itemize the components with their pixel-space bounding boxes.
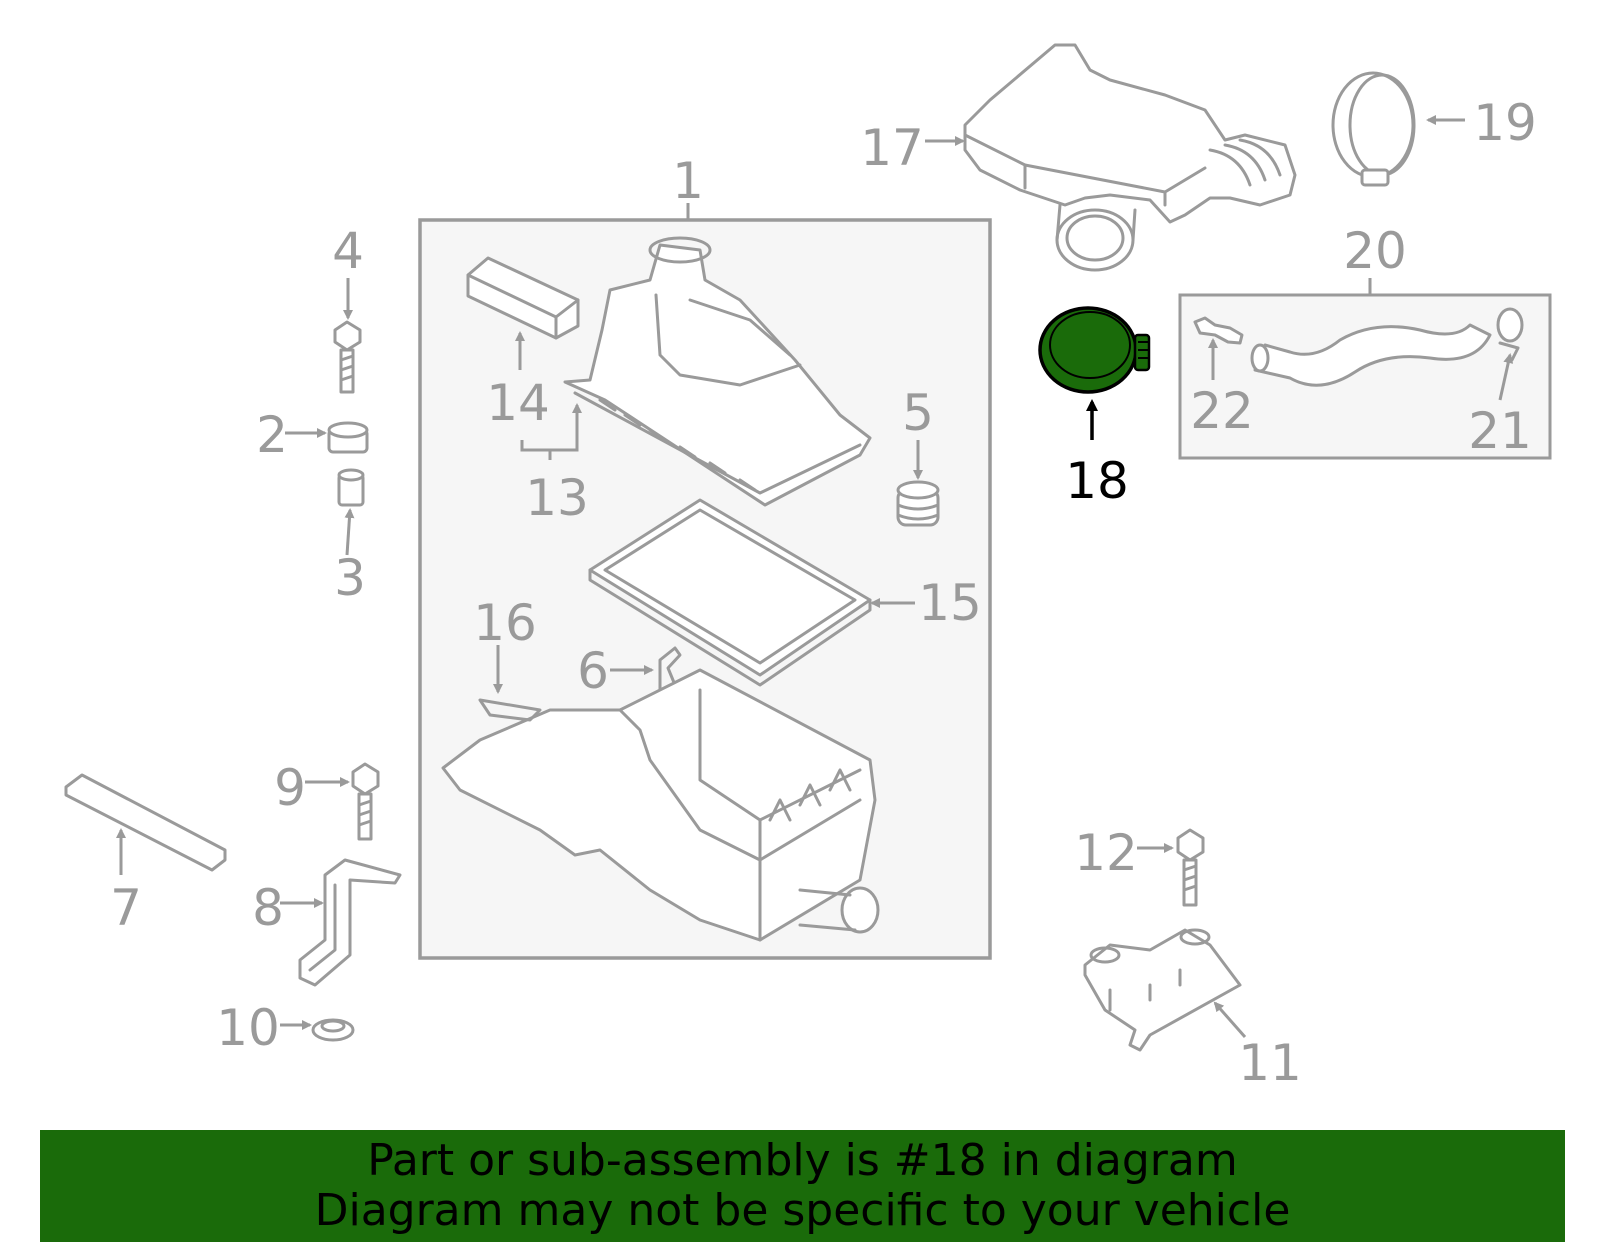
callout-15[interactable]: 15: [918, 574, 982, 632]
callout-19[interactable]: 19: [1473, 94, 1537, 152]
banner-line-1: Part or sub-assembly is #18 in diagram: [367, 1135, 1238, 1186]
callout-3[interactable]: 3: [334, 549, 366, 607]
callout-13[interactable]: 13: [525, 469, 589, 527]
callout-6[interactable]: 6: [577, 642, 609, 700]
callout-14[interactable]: 14: [486, 374, 550, 432]
callout-7[interactable]: 7: [110, 879, 142, 937]
part-18-screw: [1133, 333, 1151, 372]
lower-housing: [441, 668, 880, 942]
part-7-seal[interactable]: [64, 773, 227, 872]
part-14-sensor[interactable]: [466, 256, 580, 340]
callout-16[interactable]: 16: [473, 594, 537, 652]
part-3-collar[interactable]: [337, 468, 365, 507]
part-17-duct[interactable]: [963, 43, 1297, 272]
callout-20[interactable]: 20: [1343, 222, 1407, 280]
banner-line-2: Diagram may not be specific to your vehi…: [314, 1185, 1291, 1236]
assembly-box-20: [1178, 293, 1552, 460]
part-10-grommet[interactable]: [311, 1018, 355, 1042]
part-11-bracket[interactable]: [1083, 928, 1242, 1052]
part-9-bolt[interactable]: [351, 762, 380, 841]
callout-18[interactable]: 18: [1065, 452, 1129, 510]
callout-8[interactable]: 8: [252, 879, 284, 937]
callout-17[interactable]: 17: [860, 119, 924, 177]
part-4-bolt[interactable]: [333, 320, 362, 394]
part-12-bolt[interactable]: [1176, 828, 1205, 907]
callout-5[interactable]: 5: [902, 384, 934, 442]
callout-11[interactable]: 11: [1238, 1034, 1302, 1092]
part-13-cover[interactable]: [563, 236, 872, 507]
part-15-filter[interactable]: [588, 498, 872, 687]
callout-2[interactable]: 2: [256, 406, 288, 464]
callout-21[interactable]: 21: [1468, 402, 1532, 460]
callout-12[interactable]: 12: [1074, 824, 1138, 882]
callout-10[interactable]: 10: [216, 999, 280, 1057]
part-5-grommet[interactable]: [896, 480, 940, 527]
part-21-hose[interactable]: [1250, 307, 1524, 387]
callout-1[interactable]: 1: [672, 152, 704, 210]
part-19-clamp[interactable]: [1331, 71, 1416, 187]
part-22-clip[interactable]: [1193, 316, 1244, 345]
part-2-bushing[interactable]: [327, 421, 369, 454]
part-18-clamp-highlighted[interactable]: [1038, 306, 1151, 394]
callout-9[interactable]: 9: [274, 759, 306, 817]
callout-22[interactable]: 22: [1190, 382, 1254, 440]
callout-4[interactable]: 4: [332, 222, 364, 280]
part-8-bracket[interactable]: [298, 858, 402, 987]
part-18-inner-ring: [1049, 311, 1131, 379]
info-banner: Part or sub-assembly is #18 in diagram D…: [40, 1130, 1565, 1242]
